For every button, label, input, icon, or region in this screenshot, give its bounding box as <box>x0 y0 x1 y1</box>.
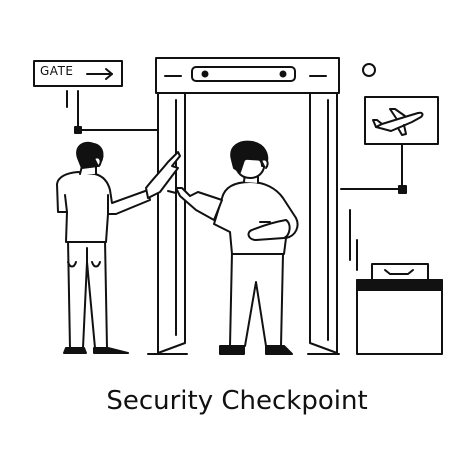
airplane-sign-icon <box>340 96 439 194</box>
traveler-figure <box>167 140 299 355</box>
luggage-icon <box>371 263 429 281</box>
decorative-circle-icon <box>362 63 376 77</box>
illustration-caption: Security Checkpoint <box>106 386 368 416</box>
gate-sign-label: GATE <box>40 64 74 78</box>
airplane-icon <box>372 108 424 136</box>
security-guard-figure <box>56 141 181 354</box>
gate-sign-icon <box>33 60 158 134</box>
luggage-scanner-icon <box>356 263 443 355</box>
metal-detector-icon <box>147 57 340 355</box>
